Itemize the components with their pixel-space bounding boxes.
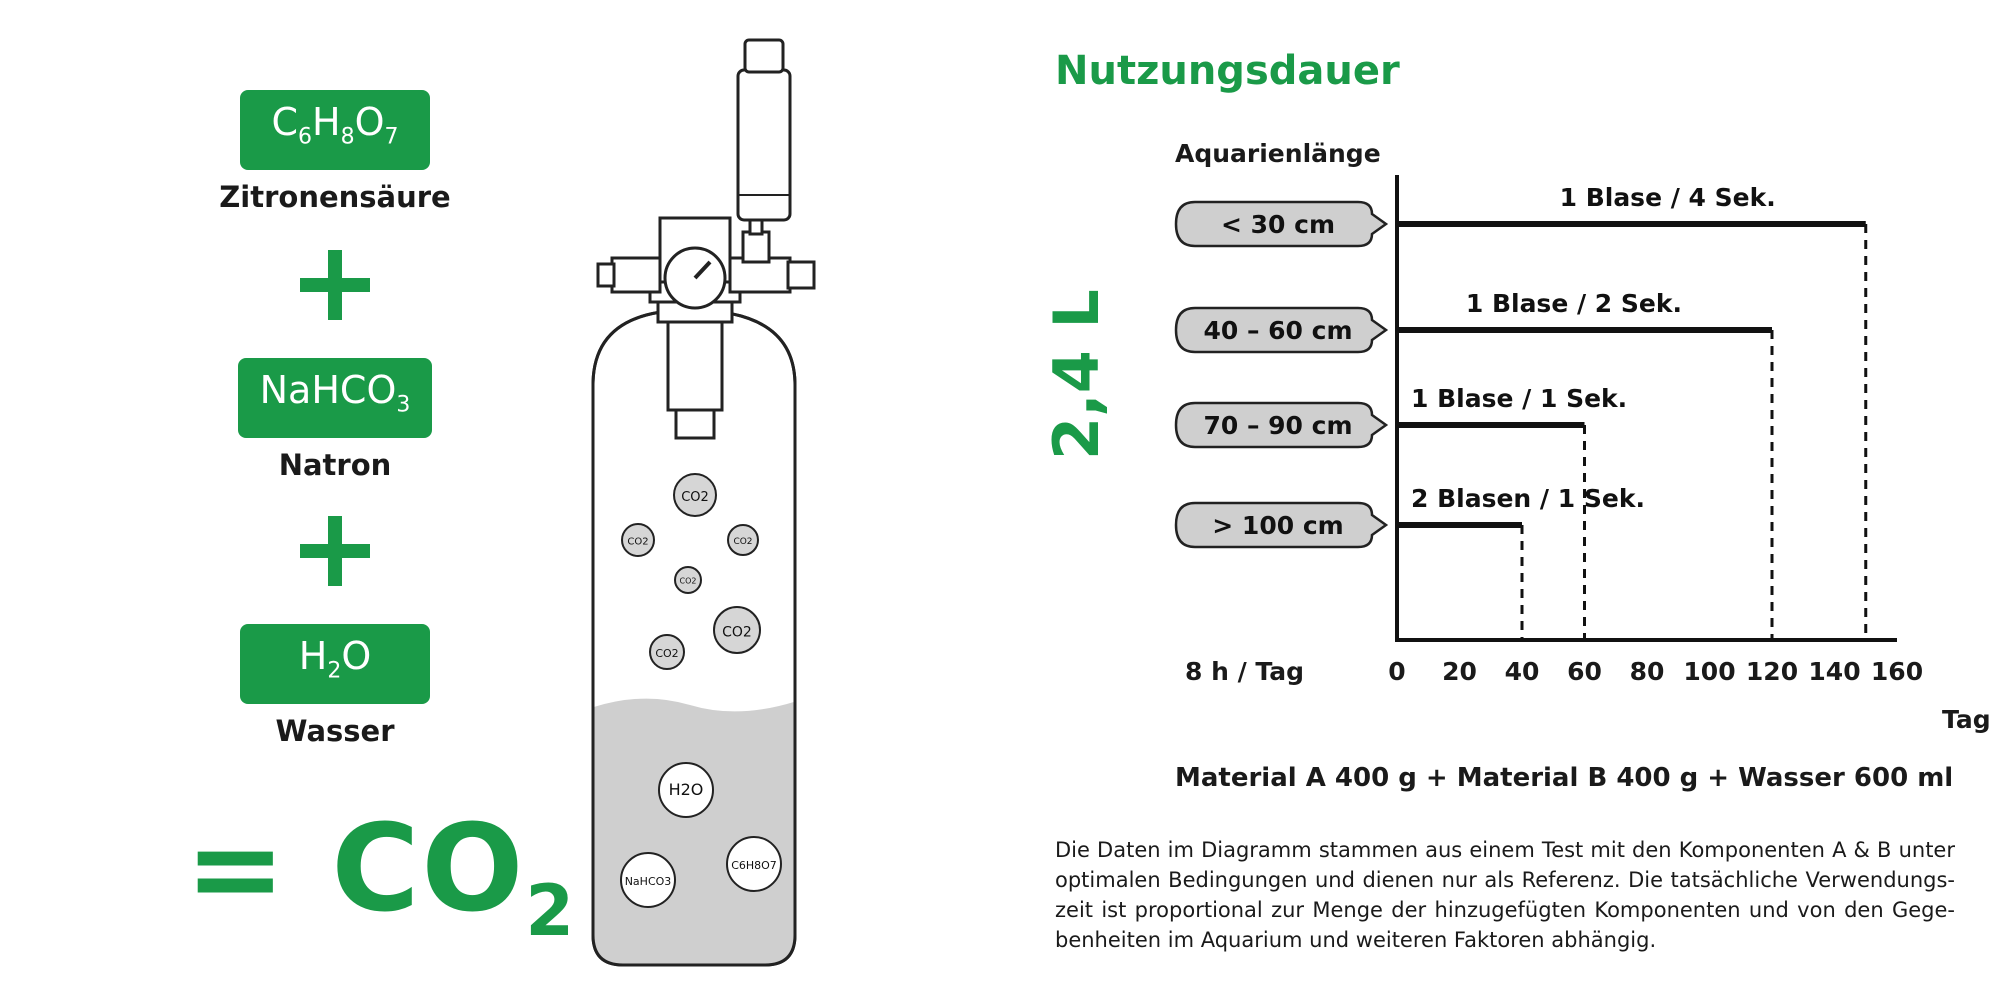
disclaimer-note: Die Daten im Diagramm stammen aus einem … — [1055, 838, 1955, 952]
category-label-pill: < 30 cm — [1174, 200, 1389, 248]
bubble-label: CO2 — [681, 490, 709, 505]
y-axis-label: Aquarienlänge — [1175, 139, 1381, 168]
category-label: 70 – 90 cm — [1203, 411, 1352, 440]
bubble-label: C6H8O7 — [731, 859, 777, 872]
co2-bubble: CO2 — [674, 566, 702, 594]
ingredient-water: H2O Wasser — [190, 624, 480, 748]
chart-title: Nutzungsdauer — [1055, 48, 1400, 94]
bubble-counter — [736, 68, 792, 222]
x-tick-label: 0 — [1388, 657, 1405, 686]
formula-chip-water: H2O — [240, 624, 430, 704]
material-formula-line: Material A 400 g + Material B 400 g + Wa… — [1175, 763, 1954, 793]
co2-bubble: CO2 — [727, 524, 759, 556]
co2-bubble: CO2 — [621, 523, 655, 557]
bubble-label: CO2 — [733, 537, 752, 547]
plus-icon — [300, 250, 370, 320]
bottle-neck — [674, 406, 716, 440]
rate-label: 2 Blasen / 1 Sek. — [1411, 484, 1645, 513]
ingredient-name-water: Wasser — [275, 713, 395, 748]
category-label: < 30 cm — [1221, 210, 1335, 239]
category-label: 40 – 60 cm — [1203, 316, 1352, 345]
x-tick-label: 100 — [1683, 657, 1735, 686]
x-tick-label: 160 — [1871, 657, 1923, 686]
ingredient-natron: NaHCO3 Natron — [190, 358, 480, 482]
x-tick-label: 60 — [1567, 657, 1602, 686]
co2-bubble: CO2 — [713, 606, 761, 654]
x-tick-label: 40 — [1505, 657, 1540, 686]
bubble-label: CO2 — [627, 536, 648, 547]
category-label: > 100 cm — [1212, 511, 1343, 540]
x-tick-label: 140 — [1808, 657, 1860, 686]
rate-label: 1 Blase / 2 Sek. — [1466, 289, 1682, 318]
rate-label: 1 Blase / 4 Sek. — [1560, 183, 1776, 212]
x-axis-label: Tag — [1942, 705, 1991, 734]
bubble-label: H2O — [669, 780, 704, 799]
ingredient-name-natron: Natron — [278, 447, 392, 482]
x-tick-label: 20 — [1442, 657, 1477, 686]
co2-bubble: CO2 — [649, 634, 685, 670]
co2-bottle-illustration — [591, 38, 816, 967]
liquid-bubble: H2O — [658, 762, 714, 818]
category-label-pill: 40 – 60 cm — [1174, 306, 1389, 354]
category-label-pill: 70 – 90 cm — [1174, 401, 1389, 449]
bubble-label: CO2 — [680, 577, 697, 586]
bubble-label: NaHCO3 — [625, 875, 672, 888]
bubble-label: CO2 — [655, 647, 678, 660]
bottle-liquid — [593, 698, 795, 965]
ingredient-citric-acid: C6H8O7 Zitronensäure — [190, 90, 480, 214]
x-tick-label: 80 — [1630, 657, 1665, 686]
x-unit-label: 8 h / Tag — [1185, 657, 1304, 686]
ingredient-name-citric-acid: Zitronensäure — [219, 179, 451, 214]
liquid-bubble: C6H8O7 — [726, 836, 782, 892]
liquid-bubble: NaHCO3 — [620, 852, 676, 908]
rate-label: 1 Blase / 1 Sek. — [1411, 384, 1627, 413]
valve-stem — [666, 316, 724, 412]
formula-chip-citric-acid: C6H8O7 — [240, 90, 430, 170]
x-tick-label: 120 — [1746, 657, 1798, 686]
result-co2: = CO2 — [185, 800, 577, 952]
plus-icon — [300, 516, 370, 586]
category-label-pill: > 100 cm — [1174, 501, 1389, 549]
usage-duration-chart: Aquarienlänge Tag 8 h / Tag 0 20 40 60 80 100… — [1174, 139, 1991, 734]
bubble-label: CO2 — [722, 624, 752, 640]
co2-bubble: CO2 — [673, 473, 717, 517]
formula-chip-natron: NaHCO3 — [237, 358, 433, 438]
